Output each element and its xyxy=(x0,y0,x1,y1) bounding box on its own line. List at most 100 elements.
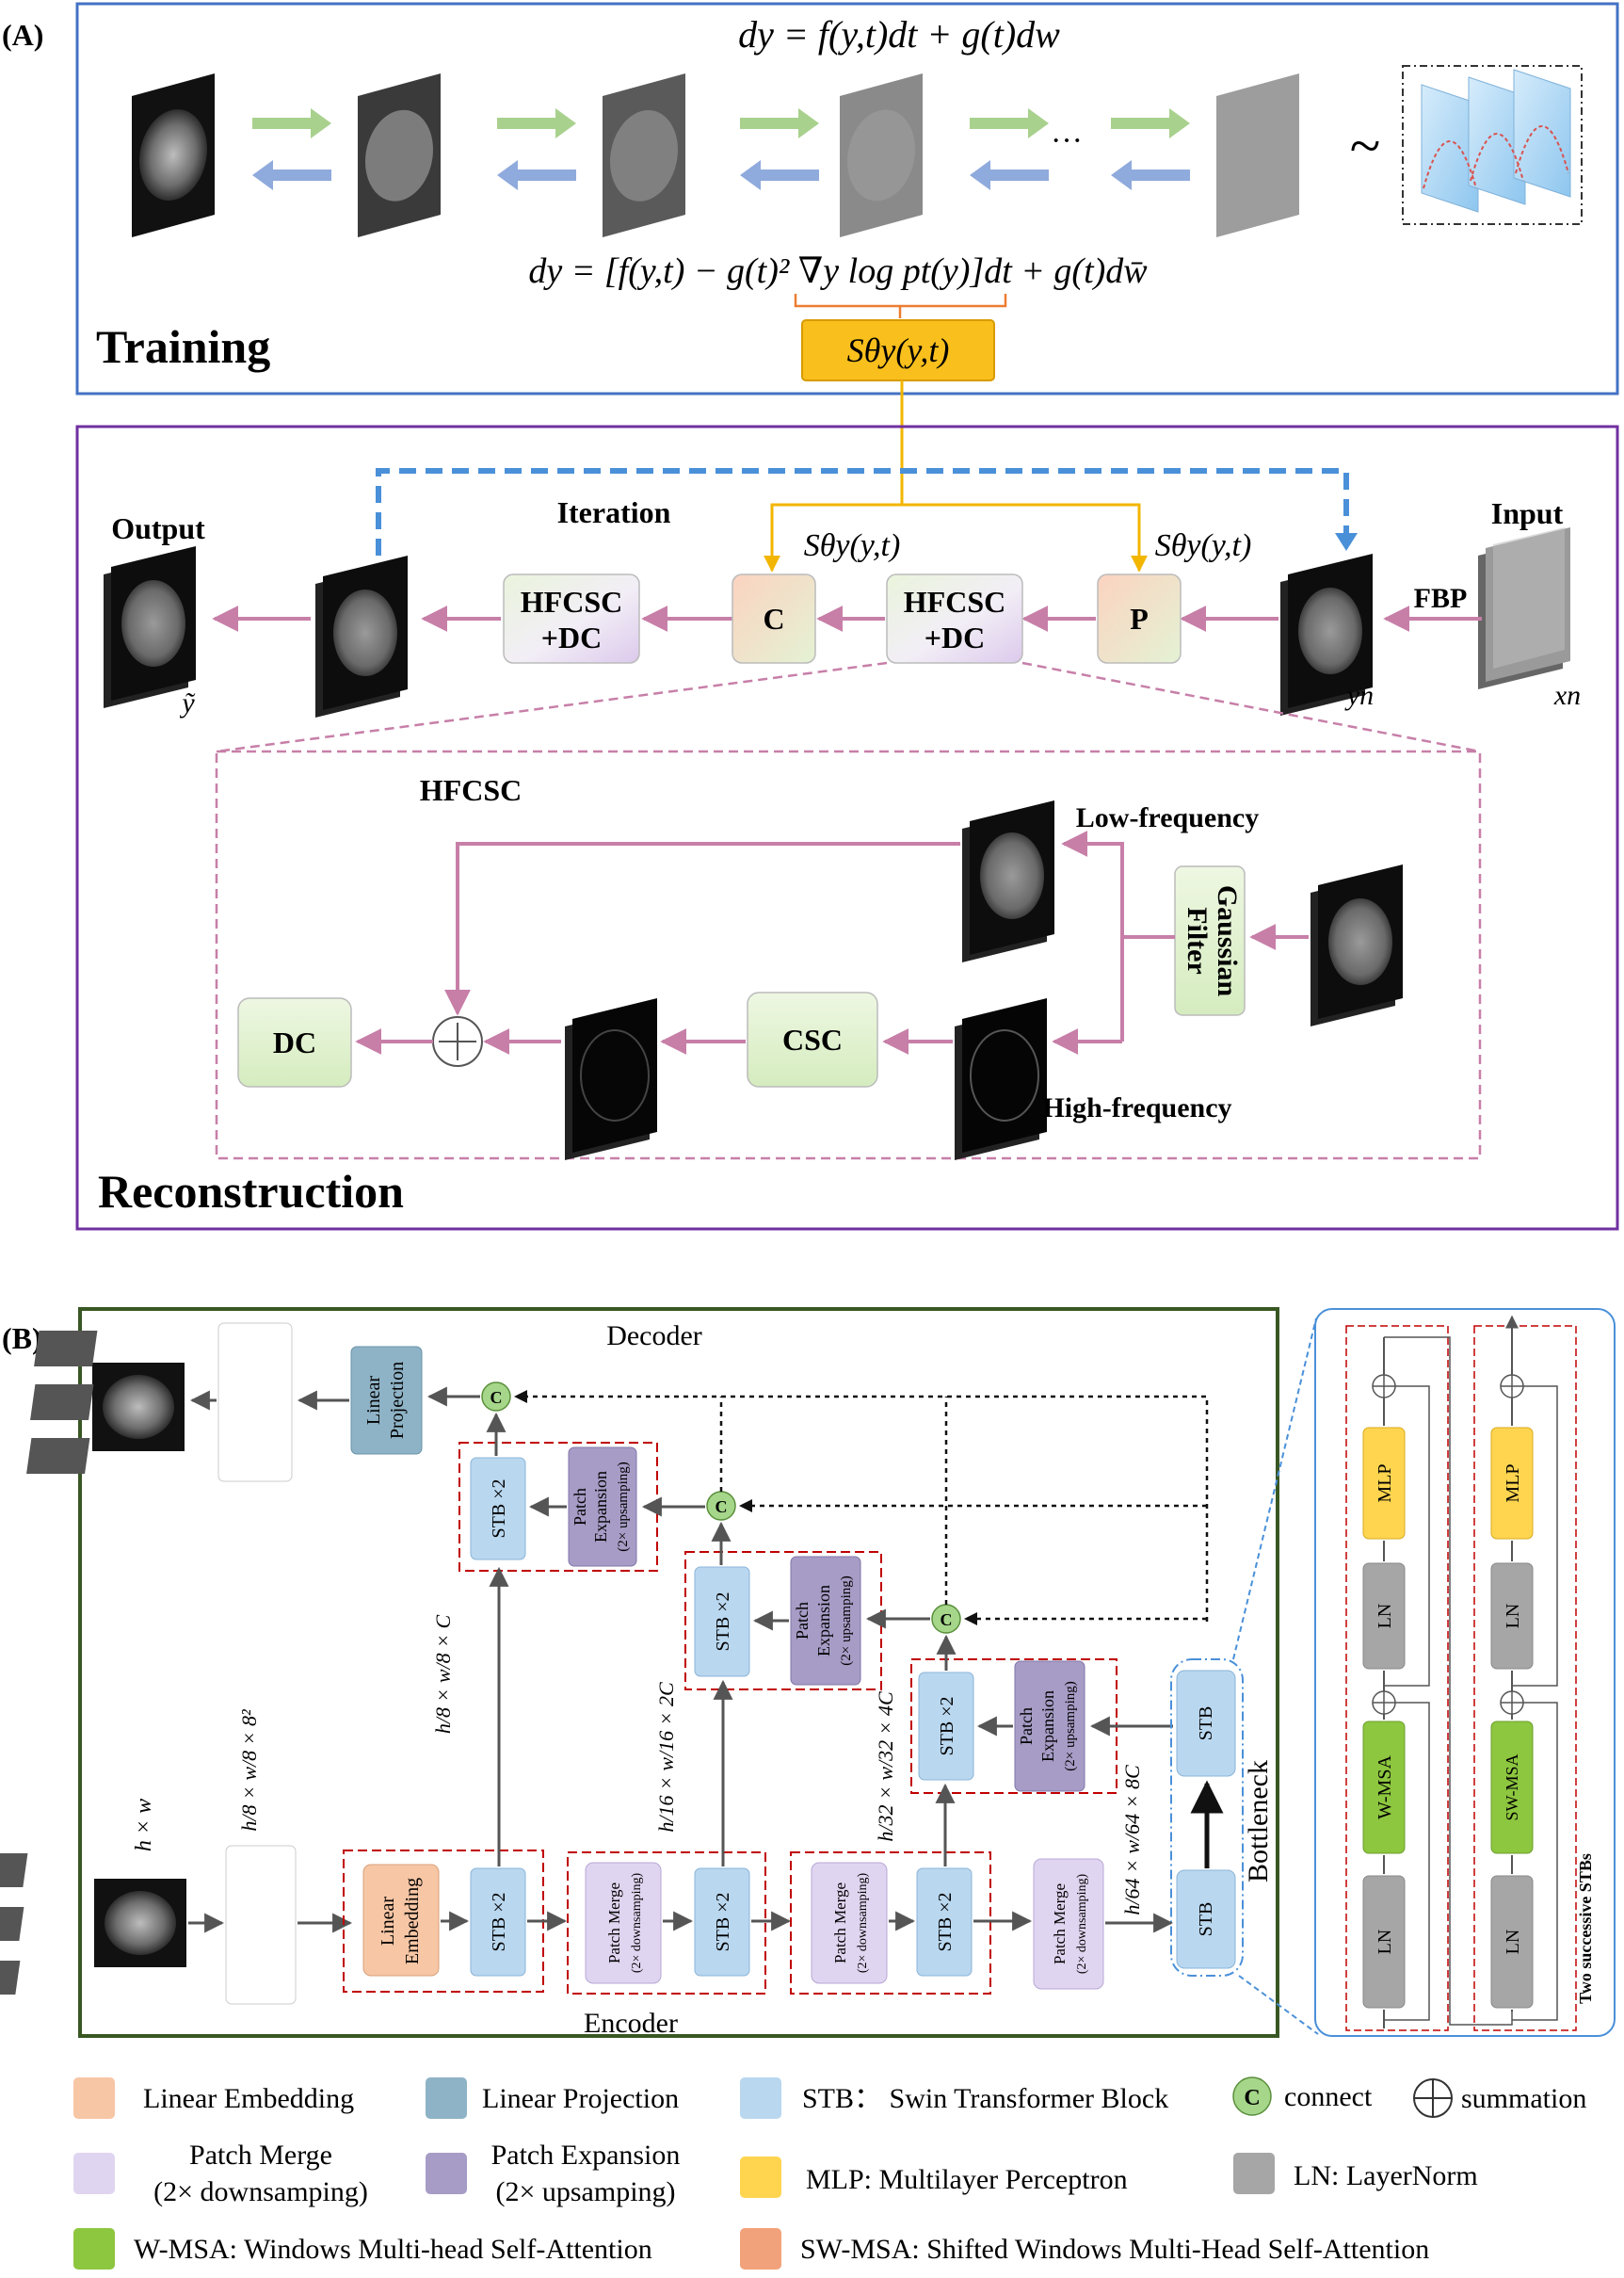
connect-node-1-label: C xyxy=(490,1388,503,1407)
patch-merge-2-l1: Patch Merge xyxy=(831,1882,849,1963)
patch-merge-3: Patch Merge (2× downsamping) xyxy=(1033,1858,1104,1990)
high-frequency-stack xyxy=(955,998,1047,1160)
high-frequency-label: High-frequency xyxy=(1042,1092,1231,1123)
sw-msa-label: SW-MSA xyxy=(1503,1753,1521,1820)
connect-node-2: C xyxy=(706,1491,736,1521)
correction-box: C xyxy=(732,574,816,664)
encoder-stb-3-label: STB ×2 xyxy=(935,1893,956,1952)
decoder-stb-1-label: STB ×2 xyxy=(489,1479,509,1539)
ct-slice-noise-2 xyxy=(603,73,685,237)
training-title: Training xyxy=(96,320,270,373)
decoder-stb-3: STB ×2 xyxy=(918,1672,974,1781)
sparse-codes-stack xyxy=(565,998,657,1160)
hfcsc-title: HFCSC xyxy=(420,773,522,807)
bottleneck-stb-bottom-label: STB xyxy=(1196,1902,1216,1937)
bottleneck-frame xyxy=(1170,1658,1244,1977)
skip-connections xyxy=(520,1395,1209,1622)
ln-left-bottom-label: LN xyxy=(1375,1930,1395,1955)
decoder-stb-3-label: STB ×2 xyxy=(937,1697,957,1756)
yn-symbol: yn xyxy=(1344,680,1374,711)
patch-merge-2-l2: (2× downsamping) xyxy=(856,1873,870,1974)
iteration-label: Iteration xyxy=(557,495,671,529)
legend-swatch-mlp xyxy=(740,2157,781,2198)
legend-mlp: MLP: Multilayer Perceptron xyxy=(806,2164,1128,2195)
legend-linear-embedding: Linear Embedding xyxy=(143,2083,354,2114)
input-label: Input xyxy=(1491,496,1564,530)
csc-box: CSC xyxy=(747,992,878,1088)
patch-merge-3-l2: (2× downsamping) xyxy=(1075,1874,1089,1975)
patch-expansion-2-l3: (2× upsamping) xyxy=(839,1575,854,1666)
score-model-label: Sθy(y,t) xyxy=(847,331,950,369)
legend-patch-merge-2: (2× downsamping) xyxy=(153,2176,368,2207)
fbp-label: FBP xyxy=(1414,583,1468,614)
score-bracket xyxy=(794,294,1007,318)
linear-embedding-box: Linear Embedding xyxy=(362,1864,440,1977)
output-patch-stack xyxy=(26,1322,293,1482)
encoder-stage-3-frame xyxy=(790,1851,991,1995)
panel-b-label: (B) xyxy=(2,1321,42,1355)
summation-node xyxy=(432,1016,483,1067)
legend-swatch-linear-embedding xyxy=(73,2077,115,2119)
dim-4c-label: h/32 × w/32 × 4C xyxy=(874,1691,897,1842)
low-frequency-label: Low-frequency xyxy=(1076,802,1259,833)
input-ct-stack-hfcsc xyxy=(1310,864,1403,1026)
correction-label: C xyxy=(763,602,784,636)
panel-a-label: (A) xyxy=(2,18,43,52)
gaussian-line2: Filter xyxy=(1182,907,1213,975)
legend-connect: connect xyxy=(1284,2081,1373,2112)
patch-expansion-3-l3: (2× upsamping) xyxy=(1063,1681,1078,1771)
patch-expansion-1-l2: Expansion xyxy=(591,1471,610,1543)
dim-64-label: h/8 × w/8 × 8² xyxy=(237,1709,261,1832)
mlp-left-label: MLP xyxy=(1375,1463,1395,1502)
legend-linear-projection: Linear Projection xyxy=(482,2083,679,2114)
sinogram-input-stack xyxy=(1478,527,1570,689)
input-ct-image xyxy=(94,1879,186,1967)
csc-label: CSC xyxy=(782,1023,843,1057)
legend-connect-symbol-text: C xyxy=(1244,2086,1260,2110)
hfcsc-dc-box-mid: HFCSC +DC xyxy=(886,574,1023,664)
distribution-tilde: ~ xyxy=(1350,115,1380,177)
prediction-label: P xyxy=(1130,602,1149,636)
two-successive-stbs-label: Two successive STBs xyxy=(1576,1853,1595,2004)
stb-detail-frame xyxy=(1314,1308,1616,2037)
score-link-line xyxy=(770,380,1141,565)
hfcsc-dc-box-left: HFCSC +DC xyxy=(503,574,640,664)
stb-detail-right-column: LN SW-MSA LN MLP xyxy=(1490,1374,1558,2021)
linear-embedding-line1: Linear xyxy=(378,1897,398,1947)
legend-swatch-patch-merge xyxy=(73,2153,115,2194)
bottleneck-stb-bottom: STB xyxy=(1176,1869,1236,1969)
connect-node-3: C xyxy=(931,1604,961,1634)
output-symbol: ỹ xyxy=(179,687,195,719)
encoder-stb-3: STB ×2 xyxy=(916,1867,973,1977)
prediction-box: P xyxy=(1097,574,1182,664)
linear-projection-line2: Projection xyxy=(387,1362,408,1439)
encoder-label: Encoder xyxy=(584,2008,678,2039)
patch-merge-1-l1: Patch Merge xyxy=(605,1882,623,1963)
ln-right-bottom-label: LN xyxy=(1503,1930,1523,1955)
dim-c-label: h/8 × w/8 × C xyxy=(431,1615,455,1735)
bottleneck-stb-top: STB xyxy=(1176,1670,1236,1777)
legend-patch-expansion-1: Patch Expansion xyxy=(491,2140,681,2171)
decoder-stb-1: STB ×2 xyxy=(470,1457,526,1560)
patch-expansion-2: Patch Expansion (2× upsamping) xyxy=(790,1556,861,1686)
patch-expansion-1-l1: Patch xyxy=(571,1488,589,1526)
iteration-loop xyxy=(376,468,1349,556)
encoder-stb-2: STB ×2 xyxy=(694,1867,750,1977)
reverse-arrows xyxy=(252,160,1190,190)
mlp-right-label: MLP xyxy=(1503,1463,1523,1502)
encoder-stb-1-label: STB ×2 xyxy=(489,1893,509,1952)
reverse-sde-equation: dy = [f(y,t) − g(t)² ∇y log pt(y)]dt + g… xyxy=(528,251,1148,291)
bottleneck-label: Bottleneck xyxy=(1243,1760,1274,1882)
reconstruction-frame xyxy=(75,425,1619,1231)
connect-node-2-label: C xyxy=(716,1497,728,1516)
connect-node-1: C xyxy=(481,1381,511,1412)
dim-hw-label: h × w xyxy=(132,1799,156,1851)
patch-expansion-2-l2: Expansion xyxy=(814,1585,833,1656)
legend-ln: LN: LayerNorm xyxy=(1294,2160,1478,2191)
legend-swatch-linear-projection xyxy=(426,2077,467,2119)
gaussian-line1: Gaussian xyxy=(1212,885,1243,997)
legend-swatch-stb xyxy=(740,2077,781,2119)
dim-2c-label: h/16 × w/16 × 2C xyxy=(654,1682,678,1833)
legend-stb: STB： Swin Transformer Block xyxy=(802,2083,1168,2114)
